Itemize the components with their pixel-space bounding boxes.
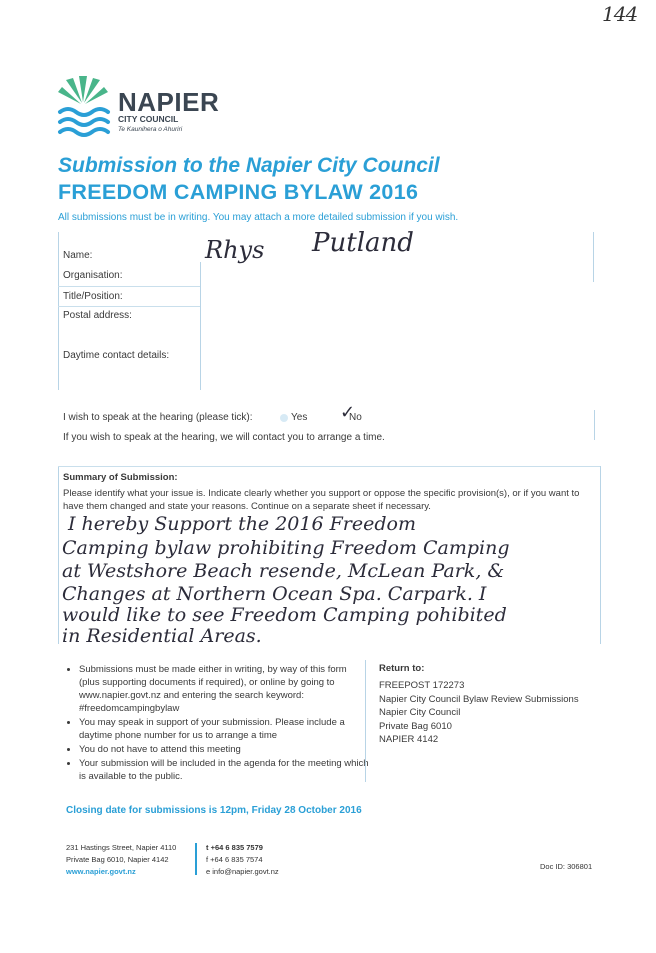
return-line: FREEPOST 172273 — [379, 680, 465, 691]
field-divider — [58, 286, 200, 287]
handwritten-line-3[interactable]: at Westshore Beach resende, McLean Park,… — [62, 560, 505, 582]
footer-postal: Private Bag 6010, Napier 4142 — [66, 855, 169, 864]
return-line: Napier City Council Bylaw Review Submiss… — [379, 693, 579, 705]
napier-logo-icon — [58, 76, 110, 137]
page-number: 144 — [602, 2, 638, 26]
no-checkbox-tick[interactable]: ✓ — [340, 402, 356, 423]
info-bullet: You may speak in support of your submiss… — [79, 716, 369, 742]
name-value-last[interactable]: Putland — [312, 228, 414, 258]
footer-fax: f +64 6 835 7574 — [206, 855, 263, 864]
form-title: Submission to the Napier City Council — [58, 154, 440, 177]
return-divider — [365, 660, 366, 782]
return-line: NAPIER 4142 — [379, 734, 439, 745]
org-subtitle: CITY COUNCIL — [118, 114, 179, 124]
yes-option-label: Yes — [291, 412, 308, 423]
summary-top-border — [58, 466, 600, 467]
footer-website-link[interactable]: www.napier.govt.nz — [66, 867, 136, 876]
footer-street: 231 Hastings Street, Napier 4110 — [66, 843, 177, 852]
handwritten-line-2[interactable]: Camping bylaw prohibiting Freedom Campin… — [62, 537, 510, 559]
org-maori-name: Te Kaunihera o Ahuriri — [118, 126, 183, 133]
return-line: Napier City Council — [379, 707, 461, 718]
footer-address: 231 Hastings Street, Napier 4110 Private… — [66, 842, 176, 878]
handwritten-line-1[interactable]: I hereby Support the 2016 Freedom — [68, 513, 416, 535]
handwritten-line-4[interactable]: Changes at Northern Ocean Spa. Carpark. … — [62, 583, 487, 605]
return-to-title: Return to: — [379, 663, 425, 674]
field-divider — [58, 306, 200, 307]
summary-instructions: Please identify what your issue is. Indi… — [63, 488, 580, 512]
no-option-label: No — [349, 412, 362, 423]
org-name: NAPIER — [118, 87, 220, 117]
daytime-contact-label: Daytime contact details: — [63, 350, 170, 361]
yes-checkbox[interactable] — [280, 414, 288, 422]
hearing-question: I wish to speak at the hearing (please t… — [63, 412, 253, 423]
postal-address-label: Postal address: — [63, 310, 132, 321]
return-address: FREEPOST 172273 Napier City Council Byla… — [379, 679, 579, 747]
hearing-right-border — [594, 410, 595, 440]
info-bullet-list: Submissions must be made either in writi… — [63, 663, 369, 784]
info-bullet: You do not have to attend this meeting — [79, 743, 369, 756]
handwritten-line-6[interactable]: in Residential Areas. — [62, 625, 262, 647]
form-left-border — [58, 232, 59, 390]
intro-text: All submissions must be in writing. You … — [58, 212, 459, 223]
summary-title: Summary of Submission: — [63, 472, 178, 483]
closing-date: Closing date for submissions is 12pm, Fr… — [66, 805, 362, 816]
footer-phone: t +64 6 835 7579 — [206, 843, 263, 852]
name-value-first[interactable]: Rhys — [205, 236, 265, 264]
info-bullet: Your submission will be included in the … — [79, 757, 369, 783]
name-label: Name: — [63, 250, 93, 261]
summary-left-border — [58, 466, 59, 644]
summary-right-border — [600, 466, 601, 644]
footer-email[interactable]: e info@napier.govt.nz — [206, 867, 279, 876]
bylaw-title: FREEDOM CAMPING BYLAW 2016 — [58, 180, 419, 204]
info-bullet: Submissions must be made either in writi… — [79, 663, 369, 715]
title-position-label: Title/Position: — [63, 291, 123, 302]
form-column-divider — [200, 262, 201, 390]
doc-id: Doc ID: 306801 — [540, 862, 593, 871]
form-right-border — [593, 232, 594, 282]
footer-contact: t +64 6 835 7579 f +64 6 835 7574 e info… — [206, 842, 279, 878]
return-line: Private Bag 6010 — [379, 720, 452, 732]
hearing-note: If you wish to speak at the hearing, we … — [63, 432, 385, 443]
organisation-label: Organisation: — [63, 270, 123, 281]
footer-divider — [195, 843, 197, 875]
handwritten-line-5[interactable]: would like to see Freedom Camping pohibi… — [62, 604, 507, 626]
